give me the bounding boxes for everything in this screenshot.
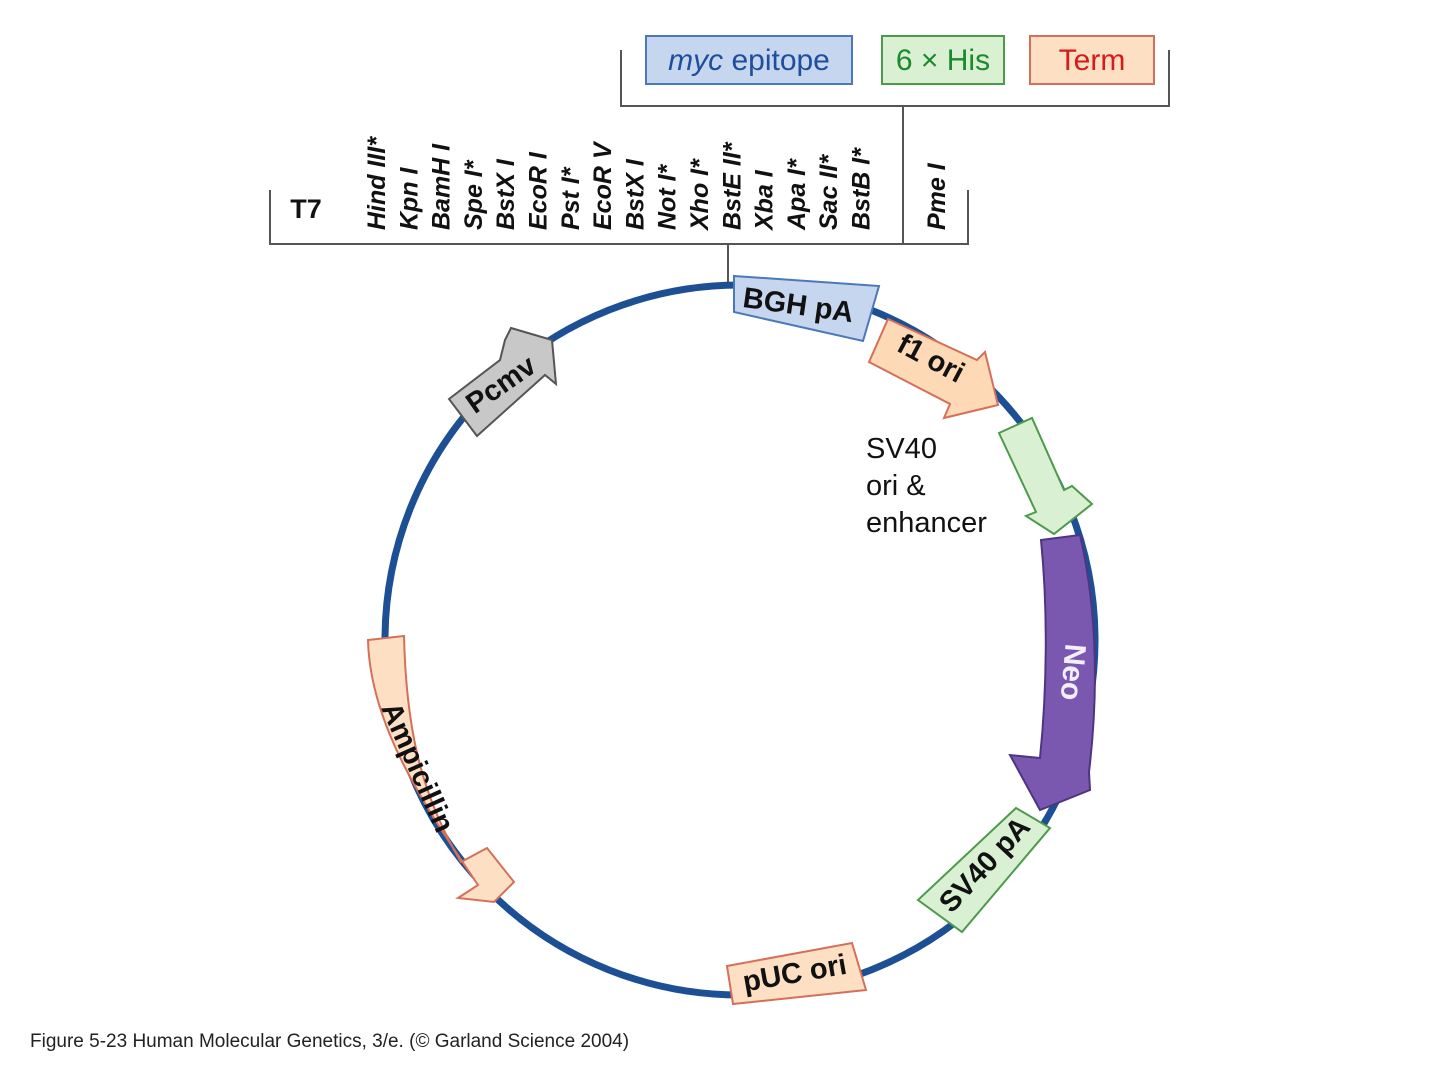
ampicillin-label: Ampicillin [374, 698, 460, 838]
sv40-ori-feature [997, 416, 1094, 536]
restriction-site: Not I* [654, 163, 682, 230]
restriction-site: Hind III* [363, 136, 391, 230]
ampicillin-feature: Ampicillin [366, 634, 516, 904]
restriction-site: Spe I* [460, 159, 488, 230]
restriction-site: EcoR V [589, 140, 617, 230]
myc-epitope-label: myc epitope [668, 44, 830, 77]
t7-label: T7 [290, 194, 322, 224]
neo-feature: Neo [1008, 533, 1096, 812]
restriction-site: Pst I* [557, 166, 585, 230]
sv40-pa-feature: SV40 pA [916, 806, 1052, 934]
restriction-site: BamH I [428, 143, 456, 230]
restriction-site: Xba I [751, 169, 779, 232]
puc-ori-feature: pUC ori [725, 941, 868, 1006]
tag-6xhis: 6 × His [881, 35, 1005, 85]
restriction-site: Sac II* [815, 154, 843, 230]
mcs-bracket [269, 190, 969, 285]
restriction-site: EcoR I [525, 151, 553, 230]
his-tag-label: 6 × His [896, 44, 990, 77]
restriction-site: BstB I* [848, 147, 876, 230]
pme-site: Pme I [923, 162, 951, 230]
neo-label: Neo [1054, 642, 1092, 701]
restriction-site: Apa I* [783, 158, 811, 231]
pcmv-feature: Pcmv [447, 326, 558, 438]
term-label: Term [1059, 44, 1126, 77]
figure-caption: Figure 5-23 Human Molecular Genetics, 3/… [30, 1031, 629, 1052]
tag-myc-epitope: myc epitope [645, 35, 853, 85]
restriction-site: BstE II* [718, 141, 746, 230]
restriction-site: BstX I [492, 158, 520, 230]
tag-term: Term [1029, 35, 1155, 85]
f1-ori-feature: f1 ori [867, 317, 1000, 420]
bgh-pa-feature: BGH pA [733, 274, 881, 343]
restriction-site: Kpn I [395, 166, 423, 230]
tag-bracket [620, 50, 1170, 244]
restriction-site: Xho I* [686, 158, 714, 232]
restriction-site: BstX I [621, 158, 649, 230]
